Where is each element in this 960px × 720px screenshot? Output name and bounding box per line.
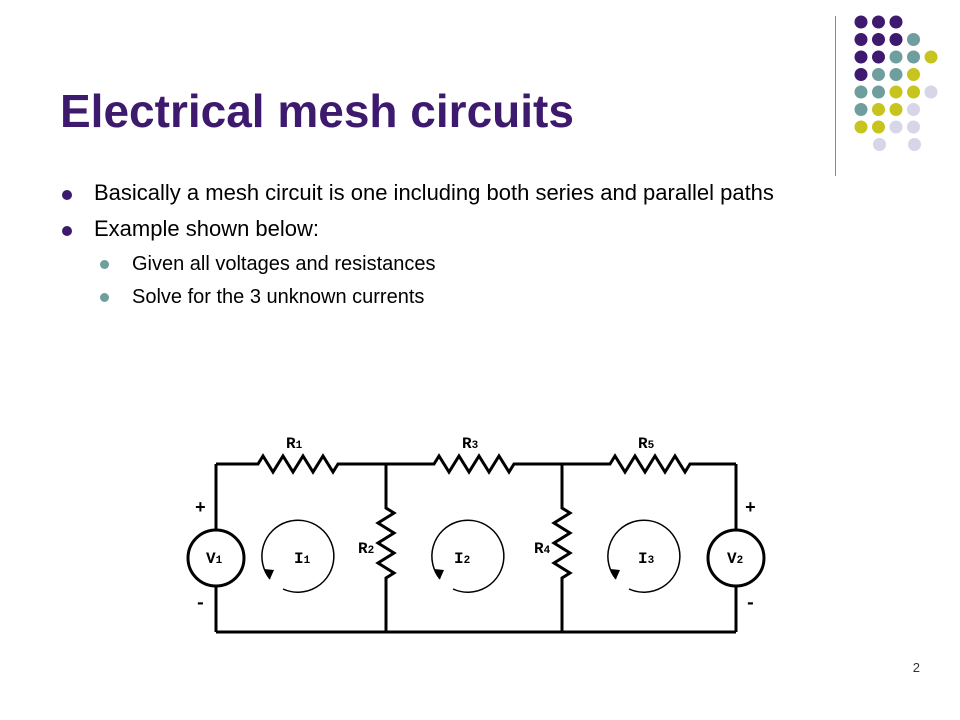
- label-i2: I2: [454, 550, 470, 568]
- decorative-dot: [872, 85, 885, 99]
- mesh-loop-i1: [261, 519, 335, 593]
- decorative-dot: [854, 85, 868, 99]
- decorative-dot: [889, 68, 903, 81]
- label-r3: R3: [462, 435, 479, 453]
- sub-bullet-item: Solve for the 3 unknown currents: [60, 287, 900, 307]
- polarity-minus-v1: -: [195, 594, 206, 614]
- resistor-r2-zigzag: [375, 464, 397, 632]
- label-r1: R1: [286, 435, 303, 453]
- mesh-loop-i3: [607, 519, 681, 593]
- page-number: 2: [912, 660, 920, 675]
- decorative-dot: [889, 50, 903, 64]
- decorative-dot: [854, 103, 868, 116]
- mesh-circuit-diagram: R1 R3 R5 R2 R4 V1 V2 + + - - I1 I2 I3: [186, 435, 766, 634]
- bullet-item: Example shown below:: [60, 218, 900, 240]
- decorative-dot: [907, 103, 920, 116]
- decorative-dot: [872, 15, 885, 29]
- decorative-dot: [872, 120, 885, 134]
- slide-title: Electrical mesh circuits: [60, 85, 574, 137]
- label-v2: V2: [727, 550, 743, 568]
- decorative-dot: [889, 33, 903, 46]
- decorative-dot: [873, 138, 886, 151]
- bullet-item: Basically a mesh circuit is one includin…: [60, 182, 900, 204]
- decorative-dot: [889, 15, 903, 29]
- decorative-dot: [872, 103, 885, 116]
- mesh-arrow-icon: [610, 569, 620, 579]
- decorative-dot: [907, 33, 920, 46]
- decorative-dot: [872, 50, 885, 64]
- polarity-plus-v1: +: [195, 499, 206, 519]
- voltage-source-v1: [186, 528, 246, 588]
- decorative-dot: [924, 50, 938, 64]
- mesh-loop-i2: [431, 519, 505, 593]
- voltage-source-v2: [706, 528, 766, 588]
- sub-bullet-item: Given all voltages and resistances: [60, 254, 900, 274]
- decorative-dot: [907, 50, 920, 64]
- label-r2: R2: [358, 540, 374, 558]
- polarity-minus-v2: -: [745, 594, 756, 614]
- decorative-dot: [908, 138, 921, 151]
- mesh-arrow-icon: [434, 569, 444, 579]
- label-v1: V1: [206, 550, 223, 568]
- decorative-dot: [907, 85, 920, 99]
- decorative-dot: [872, 68, 885, 81]
- title-divider-line: [835, 16, 836, 176]
- decorative-dot: [889, 103, 903, 116]
- label-r5: R5: [638, 435, 655, 453]
- label-i1: I1: [294, 550, 311, 568]
- wire-top: [216, 453, 736, 475]
- decorative-dot: [889, 85, 903, 99]
- decorative-dot: [889, 120, 903, 134]
- decorative-dot: [854, 120, 868, 134]
- resistor-r4-zigzag: [551, 464, 573, 632]
- label-i3: I3: [638, 550, 655, 568]
- label-r4: R4: [534, 540, 551, 558]
- polarity-plus-v2: +: [745, 499, 756, 519]
- mesh-arrow-icon: [264, 569, 274, 579]
- decorative-dot: [854, 15, 868, 29]
- decorative-dot: [854, 50, 868, 64]
- decorative-dot: [907, 120, 920, 134]
- decorative-dot: [854, 68, 868, 81]
- decorative-dot: [907, 68, 920, 81]
- decorative-dot: [924, 85, 938, 99]
- bullet-list: Basically a mesh circuit is one includin…: [60, 182, 900, 320]
- decorative-dot: [872, 33, 885, 46]
- decorative-dot: [854, 33, 868, 46]
